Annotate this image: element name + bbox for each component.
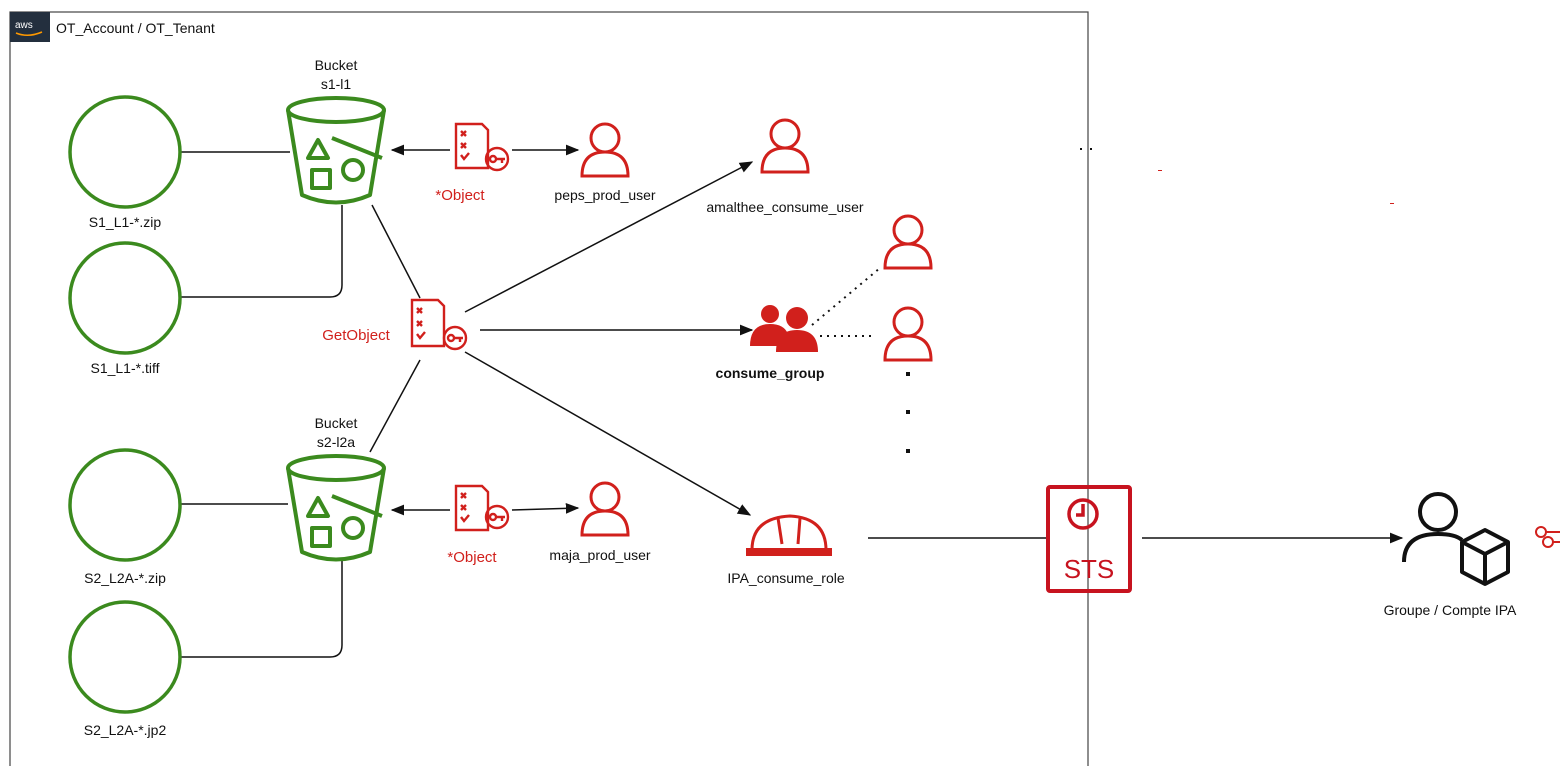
- edge-obj2-bucket1: [180, 205, 343, 298]
- user-maja-label: maja_prod_user: [549, 547, 651, 563]
- object-circle[interactable]: [68, 241, 182, 355]
- bucket-title: Bucket: [315, 415, 358, 431]
- edge-group-member-1: [811, 267, 881, 326]
- edge-bucket1-getobject: [371, 204, 421, 299]
- policy-bottom-label: *Object: [447, 549, 497, 566]
- object-label: S2_L2A-*.zip: [84, 570, 166, 586]
- stray-marks: [1080, 148, 1394, 204]
- group-member-user-icon[interactable]: [883, 306, 933, 362]
- connectors: [180, 144, 1404, 658]
- group-icon[interactable]: [750, 305, 818, 352]
- key-icon: [1535, 526, 1560, 548]
- external-account-icon[interactable]: [1402, 492, 1510, 586]
- edge-getobject-role[interactable]: [464, 351, 752, 516]
- edge-policy-bottom-maja[interactable]: [511, 502, 580, 514]
- policy-bottom-icon[interactable]: [454, 484, 510, 532]
- sts-icon[interactable]: STS: [1046, 485, 1132, 593]
- bucket-title: Bucket: [315, 57, 358, 73]
- object-label: S1_L1-*.zip: [89, 214, 162, 230]
- role-hardhat-icon[interactable]: [746, 514, 832, 556]
- user-peps-icon[interactable]: [580, 122, 630, 178]
- object-label: S2_L2A-*.jp2: [84, 722, 167, 738]
- bucket-s2-l2a-icon[interactable]: [286, 454, 386, 562]
- edge-obj4-bucket2: [180, 560, 343, 658]
- policy-center-icon[interactable]: [410, 298, 468, 351]
- object-circle[interactable]: [68, 448, 182, 562]
- object-circle[interactable]: [68, 95, 182, 209]
- user-amalthee-icon[interactable]: [760, 118, 810, 174]
- aws-smile-icon: [15, 31, 43, 36]
- account-title: OT_Account / OT_Tenant: [56, 20, 215, 36]
- role-label: IPA_consume_role: [727, 570, 844, 586]
- user-amalthee-label: amalthee_consume_user: [706, 199, 864, 215]
- object-label: S1_L1-*.tiff: [90, 360, 159, 376]
- policy-center-label: GetObject: [322, 327, 390, 344]
- edge-getobject-amalthee[interactable]: [464, 161, 754, 313]
- group-label: consume_group: [716, 365, 825, 381]
- aws-logo-icon: [10, 12, 50, 42]
- external-label: Groupe / Compte IPA: [1384, 602, 1517, 618]
- group-member-user-icon[interactable]: [883, 214, 933, 270]
- account-boundary: [9, 11, 1089, 766]
- object-circle[interactable]: [68, 600, 182, 714]
- object-nodes: [68, 95, 182, 714]
- user-peps-label: peps_prod_user: [554, 187, 656, 203]
- sts-label: STS: [1064, 554, 1115, 584]
- policy-top-icon[interactable]: [454, 122, 510, 172]
- bucket-name: s2-l2a: [317, 434, 355, 450]
- user-maja-icon[interactable]: [580, 481, 630, 537]
- policy-top-label: *Object: [435, 187, 485, 204]
- aws-account-group: aws OT_Account / OT_Tenant: [9, 11, 1089, 766]
- bucket-s1-l1-icon[interactable]: [286, 96, 386, 205]
- ellipsis-dots: [906, 372, 910, 453]
- bucket-name: s1-l1: [321, 76, 352, 92]
- edge-bucket2-getobject: [369, 359, 421, 453]
- aws-logo-text: aws: [15, 20, 33, 31]
